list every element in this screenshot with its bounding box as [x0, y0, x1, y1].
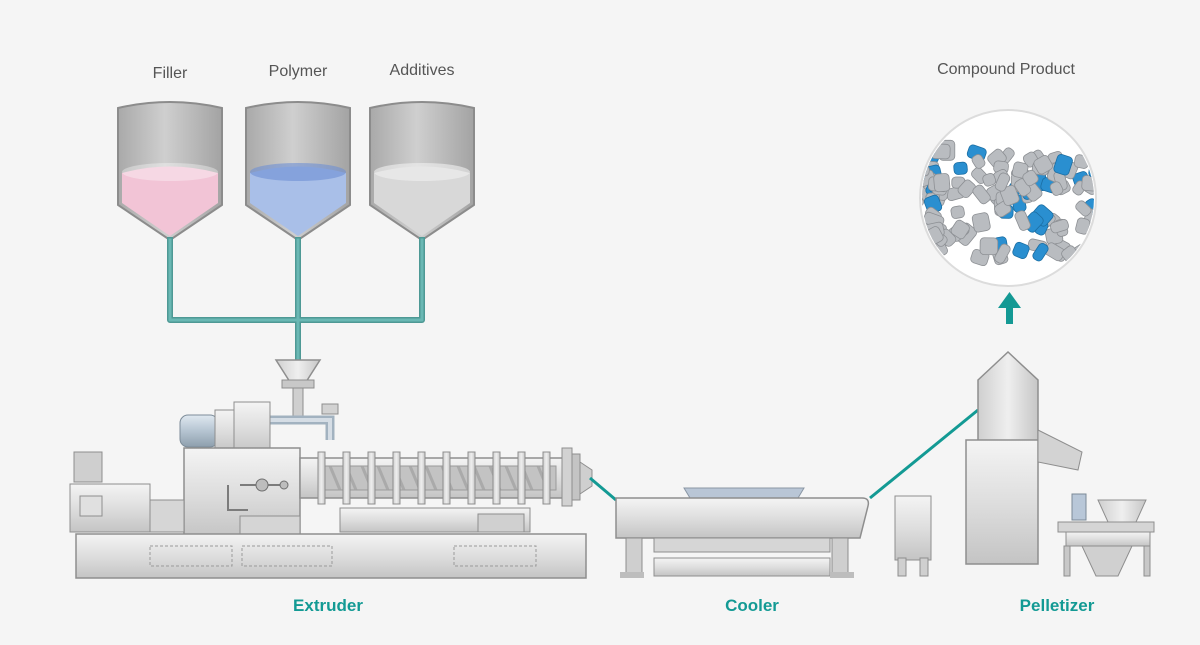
silo-additives	[369, 101, 475, 242]
compound-product-image	[919, 109, 1097, 287]
pellet	[994, 172, 1011, 192]
pellet	[1081, 175, 1094, 192]
pelletizer-machine	[894, 350, 1155, 577]
pellet	[933, 173, 951, 193]
pellet	[1012, 241, 1030, 260]
flow-line-cooler-to-pelletizer	[869, 408, 979, 500]
silo-label-filler: Filler	[152, 65, 188, 82]
pellet	[1053, 154, 1073, 176]
up-arrow-icon	[998, 292, 1021, 324]
pellet	[922, 250, 925, 265]
silo-polymer	[245, 101, 351, 242]
pellet	[1085, 240, 1094, 257]
stage-label-extruder: Extruder	[293, 596, 363, 615]
pellet	[957, 179, 976, 199]
silos-group	[117, 101, 475, 242]
pellet	[950, 219, 970, 240]
product-label: Compound Product	[937, 61, 1075, 78]
extruder-machine	[69, 359, 593, 579]
feed-pipes	[167, 237, 425, 363]
flow-line-extruder-to-cooler	[589, 476, 617, 502]
silo-label-additives: Additives	[389, 62, 455, 79]
pellet	[1033, 155, 1053, 175]
pellet	[994, 243, 1011, 264]
silo-filler	[117, 101, 223, 242]
silo-filler-contents	[122, 166, 218, 236]
silo-polymer-contents	[250, 166, 346, 236]
extruder-hopper	[274, 359, 322, 383]
pellet	[982, 173, 997, 187]
pellet	[1022, 169, 1039, 187]
pellet	[1075, 200, 1092, 217]
pipe-fill	[168, 238, 424, 362]
pellet	[1014, 210, 1031, 231]
pellet	[953, 161, 968, 175]
product-flow-lines	[589, 408, 979, 502]
pellet	[950, 205, 965, 219]
pellet	[971, 212, 991, 233]
pellet	[979, 237, 999, 256]
silo-additives-contents	[374, 166, 470, 236]
stage-label-cooler: Cooler	[725, 596, 779, 615]
pellet	[1032, 243, 1049, 262]
pipe-outline	[167, 237, 425, 363]
pellet	[971, 154, 986, 169]
silo-label-polymer: Polymer	[268, 63, 328, 80]
pellet	[1050, 219, 1069, 234]
stage-label-pelletizer: Pelletizer	[1019, 596, 1095, 615]
cooler-machine	[615, 487, 870, 578]
pellet	[972, 184, 991, 205]
pellet	[1049, 181, 1064, 196]
